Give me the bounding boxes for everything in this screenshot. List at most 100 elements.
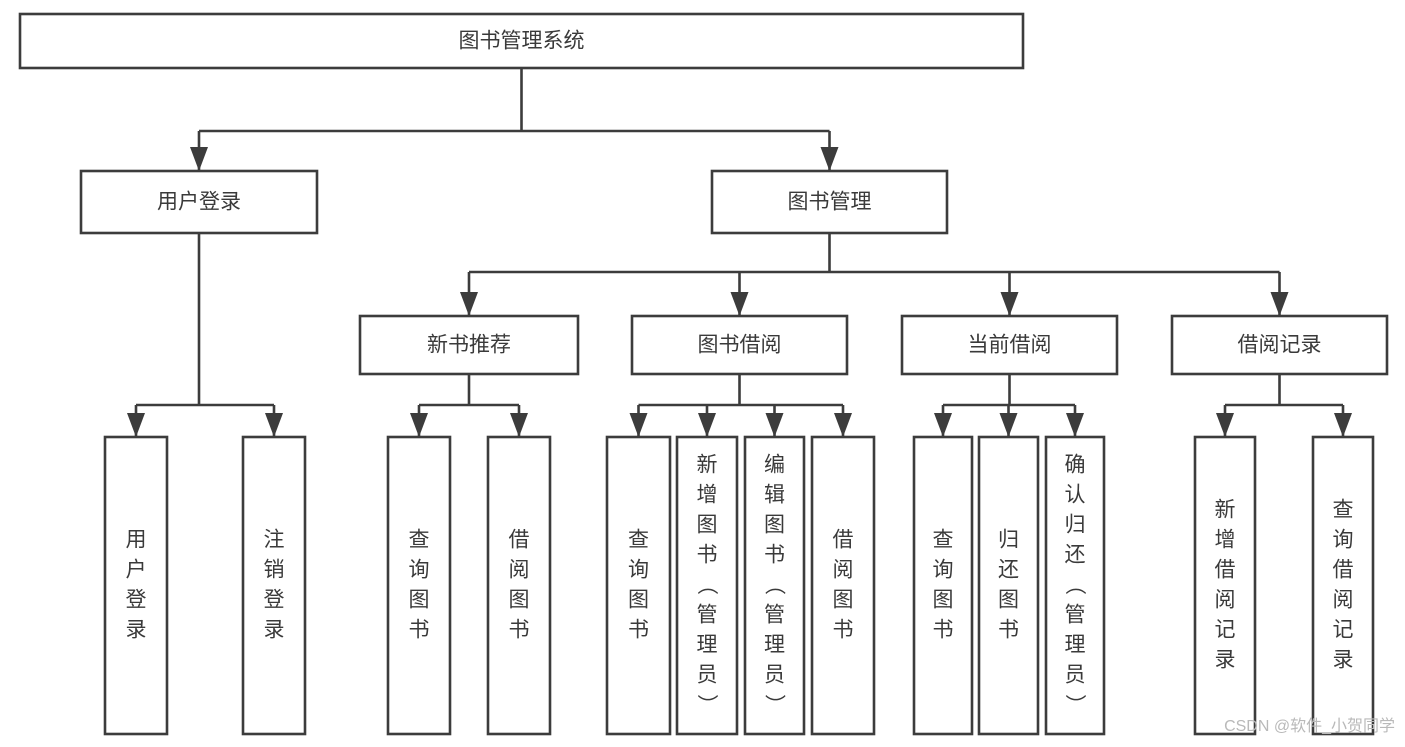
glyph: 阅	[833, 559, 854, 582]
glyph: 归	[998, 529, 1019, 552]
glyph: 登	[264, 589, 285, 612]
node-user-login-label: 用户登录	[157, 191, 241, 214]
glyph: （	[1063, 574, 1086, 595]
glyph: 归	[1065, 514, 1086, 537]
node-borrow-record-box[interactable]	[1170, 314, 1389, 376]
glyph: 增	[1215, 529, 1236, 552]
arrow-head-icon	[460, 292, 478, 316]
glyph: 查	[933, 529, 954, 552]
node-current-borrow-box[interactable]	[900, 314, 1119, 376]
arrow-head-icon	[265, 413, 283, 437]
leaf-add-record-box[interactable]	[1193, 435, 1257, 736]
arrow-head-icon	[410, 413, 428, 437]
glyph: 还	[998, 559, 1019, 582]
glyph: 查	[1333, 499, 1354, 522]
glyph: 书	[697, 544, 718, 567]
glyph: 户	[126, 559, 147, 582]
leaf-query-book-cur-box[interactable]	[912, 435, 974, 736]
glyph: 管	[697, 604, 718, 627]
glyph: 新	[697, 454, 718, 477]
glyph: 编	[764, 454, 785, 477]
leaf-add-book-box[interactable]	[675, 435, 739, 736]
glyph: 增	[697, 484, 718, 507]
glyph: 查	[409, 529, 430, 552]
glyph: 借	[1215, 559, 1236, 582]
glyph: 询	[409, 559, 430, 582]
glyph: ）	[763, 694, 786, 715]
root-node-box[interactable]	[18, 12, 1025, 70]
glyph: 查	[628, 529, 649, 552]
arrow-head-icon	[629, 413, 648, 437]
leaf-confirm-return-box[interactable]	[1044, 435, 1106, 736]
glyph: 销	[264, 559, 285, 582]
glyph: 记	[1333, 619, 1354, 642]
glyph: 询	[628, 559, 649, 582]
arrow-head-icon	[127, 413, 145, 437]
leaf-user-login-box[interactable]	[103, 435, 169, 736]
csdn-watermark: CSDN @软件_小贺同学	[1224, 717, 1395, 735]
node-book-manage-box[interactable]	[710, 169, 949, 235]
arrow-head-icon	[1334, 413, 1352, 437]
node-book-manage-label: 图书管理	[788, 191, 872, 214]
node-user-login-box[interactable]	[79, 169, 319, 235]
leaf-user-login-label: 用户登录	[126, 529, 147, 642]
glyph: 员	[764, 664, 785, 687]
leaf-return-book-box[interactable]	[977, 435, 1040, 736]
glyph: （	[763, 574, 786, 595]
node-current-borrow-label: 当前借阅	[968, 334, 1052, 357]
leaf-query-book-bor-box[interactable]	[605, 435, 672, 736]
glyph: 认	[1065, 484, 1086, 507]
glyph: （	[695, 574, 718, 595]
glyph: 登	[126, 589, 147, 612]
node-borrow-record-label: 借阅记录	[1238, 334, 1322, 357]
arrow-head-icon	[834, 413, 852, 437]
leaf-logout-box[interactable]	[241, 435, 307, 736]
glyph: 还	[1065, 544, 1086, 567]
glyph: 录	[1333, 649, 1354, 672]
glyph: 阅	[509, 559, 530, 582]
glyph: 员	[1065, 664, 1086, 687]
root-node-label: 图书管理系统	[459, 30, 585, 53]
glyph: 图	[697, 514, 718, 537]
arrow-head-icon	[510, 413, 528, 437]
arrow-head-icon	[934, 413, 952, 437]
arrow-head-icon	[698, 413, 716, 437]
leaf-query-record-box[interactable]	[1311, 435, 1375, 736]
connectors-layer	[127, 68, 1352, 437]
node-new-book-recommend-label: 新书推荐	[427, 334, 511, 357]
glyph: 理	[697, 634, 718, 657]
glyph: 书	[764, 544, 785, 567]
leaf-query-book-rec-box[interactable]	[386, 435, 452, 736]
glyph: 录	[264, 619, 285, 642]
glyph: 书	[998, 619, 1019, 642]
leaf-borrow-book-bor-box[interactable]	[810, 435, 876, 736]
glyph: 图	[409, 589, 430, 612]
arrow-head-icon	[1066, 413, 1084, 437]
glyph: 询	[933, 559, 954, 582]
node-new-book-recommend-box[interactable]	[358, 314, 580, 376]
glyph: 书	[833, 619, 854, 642]
glyph: 确	[1065, 454, 1086, 477]
leaf-edit-book-box[interactable]	[743, 435, 806, 736]
glyph: 借	[833, 529, 854, 552]
leaf-borrow-book-rec-box[interactable]	[486, 435, 552, 736]
glyph: 借	[1333, 559, 1354, 582]
arrow-head-icon	[190, 147, 208, 171]
glyph: 询	[1333, 529, 1354, 552]
glyph: 管	[764, 604, 785, 627]
glyph: 记	[1215, 619, 1236, 642]
glyph: 图	[998, 589, 1019, 612]
node-book-borrow-label: 图书借阅	[698, 334, 782, 357]
glyph: 阅	[1215, 589, 1236, 612]
glyph: 书	[933, 619, 954, 642]
glyph: 理	[1065, 634, 1086, 657]
node-book-borrow-box[interactable]	[630, 314, 849, 376]
